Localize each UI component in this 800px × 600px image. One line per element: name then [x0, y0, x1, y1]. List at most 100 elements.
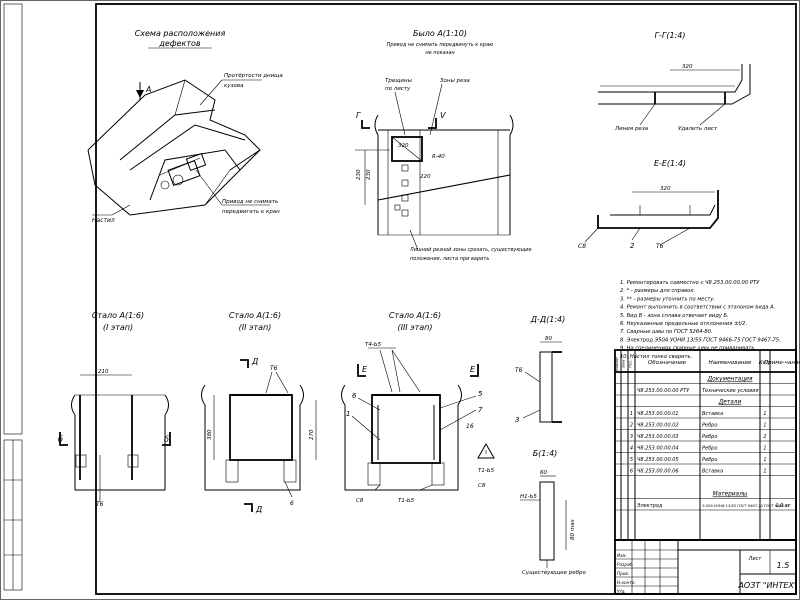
- section-g-g: Г-Г(1:4) 320 Линия реза Удалить лист: [598, 31, 751, 132]
- stage1-cut-left: б: [58, 435, 63, 444]
- spec-section: Детали: [718, 400, 742, 406]
- view-a-title: Было А(1:10): [413, 29, 467, 38]
- spec-cell-name: Ребро: [702, 423, 717, 429]
- spec-cell-pos: 5: [630, 457, 633, 463]
- section-g-title: Г-Г(1:4): [655, 31, 686, 40]
- title-company: АОЗТ "ИНТЕХ": [737, 581, 797, 590]
- stamp-row-label: Изм.: [617, 553, 627, 558]
- stage3-weld-b: С8: [478, 483, 486, 489]
- scheme-arrow-label: А: [145, 85, 151, 94]
- spec-cell-pos: 4: [630, 446, 633, 452]
- spec-cell-qty: 1: [763, 423, 766, 429]
- note-line: 10. Настил тонко сварить.: [620, 354, 692, 360]
- stamp-row-label: Н.контр.: [617, 580, 636, 585]
- spec-cell-designation: Ч8.253.00.00.06: [637, 469, 679, 475]
- spec-header: Кол.: [759, 360, 772, 366]
- section-e-label-a: С8: [578, 243, 586, 250]
- view-a-note-2: положение, листа при варить: [410, 256, 489, 262]
- drawing-frame: [95, 3, 797, 595]
- note-line: 3. ** - размеры уточнить по месту.: [620, 296, 715, 302]
- spec-cell-pos: 6: [630, 469, 633, 475]
- stage3-weld-a: Т1-Ь5: [478, 468, 495, 474]
- stage1-cut-right: б: [164, 435, 169, 444]
- stamp-row-label: Разраб.: [617, 562, 633, 567]
- stage1-subtitle: (I этап): [103, 323, 133, 332]
- spec-cell-name: Ребро: [702, 434, 717, 440]
- stage2-label-top: Т6: [270, 365, 278, 372]
- note-line: 2. * - размеры для справок.: [620, 288, 695, 294]
- view-a-subtitle-2: не показан: [425, 50, 455, 56]
- section-g-label-right: Удалить лист: [678, 126, 718, 132]
- spec-cell-pos: 1: [630, 411, 633, 417]
- section-d-label-1: Т6: [515, 367, 523, 374]
- technical-notes: 1. Ремонтировать совместно с Ч8.253.00.0…: [620, 280, 781, 360]
- section-g-dim: 320: [682, 64, 693, 70]
- stage3-n6: 6: [352, 392, 357, 400]
- section-e-label-b: 2: [630, 242, 635, 250]
- section-d-title: Д-Д(1:4): [530, 315, 566, 324]
- spec-cell-pos: 3: [630, 434, 633, 440]
- stage2-dim-v1: 380: [207, 429, 213, 440]
- spec-cell-name: Вставка: [702, 469, 723, 475]
- view-a-dim-5: 220: [420, 174, 431, 180]
- spec-cell-designation: Ч8.253.00.00.00 РТУ: [637, 388, 690, 394]
- view-b-caption: Существующее ребро: [522, 570, 586, 576]
- stage2-label-bot: 6: [290, 500, 294, 507]
- callout-floor: Настил: [92, 217, 115, 224]
- spec-header: Поз.: [629, 360, 633, 368]
- section-e-title: Е-Е(1:4): [654, 159, 686, 168]
- note-line: 7. Сварные швы по ГОСТ 5264-80.: [620, 329, 713, 335]
- view-b-title: Б(1:4): [533, 449, 558, 458]
- view-stage-2: Стало А(1:6) (II этап) Д Т6 380 270 6 Д: [201, 311, 317, 514]
- section-e-label-c: Т6: [656, 243, 664, 250]
- view-a-dim-4: R-40: [432, 154, 445, 160]
- spec-cell-qty: 1: [763, 411, 766, 417]
- note-line: 4. Ремонт выполнить в соответствии с эта…: [620, 305, 775, 311]
- stage2-cut-bottom: Д: [255, 505, 262, 514]
- spec-cell-qty: 2: [763, 434, 766, 440]
- callout-top-1: Протёртости днища: [224, 73, 283, 79]
- callout-top-2: кузова: [224, 83, 244, 89]
- view-b-weld: Н1-Ь5: [520, 494, 537, 500]
- section-d-d: Д-Д(1:4) 80 Т6 3: [515, 315, 565, 424]
- spec-header: Наименование: [709, 360, 752, 366]
- spec-section: Документация: [707, 377, 753, 383]
- spec-cell-note: 1,0 кг: [775, 503, 791, 509]
- view-a-label-left-1: Трещины: [385, 78, 413, 84]
- view-stage-1: Стало А(1:6) (I этап) 210 б б Т6: [58, 311, 171, 508]
- stage3-n1: 1: [346, 410, 350, 418]
- view-b-dim-2: 80 max: [570, 519, 576, 540]
- note-line: 6. Неуказанные предельные отклонения ±t/…: [620, 321, 747, 327]
- stage1-title: Стало А(1:6): [92, 311, 144, 320]
- stage1-dim: 210: [98, 369, 109, 375]
- spec-section: Материалы: [713, 492, 748, 498]
- spec-cell-name: Э-50А УОНИ-13/55 ГОСТ 9467-75 ГОСТ 9466-…: [701, 504, 790, 508]
- view-a-cut-v: V: [440, 111, 446, 120]
- view-a-cut-g: Г: [356, 111, 361, 120]
- view-a-dim-1: 320: [398, 143, 409, 149]
- view-b: Б(1:4) 60 Н1-Ь5 80 max Существующее ребр…: [520, 449, 586, 576]
- spec-header: Приме-чание: [764, 360, 800, 366]
- view-a-label-left-2: по листу: [385, 86, 411, 92]
- spec-cell-pos: 2: [630, 423, 633, 429]
- spec-cell-name: Вставка: [702, 411, 723, 417]
- spec-header: Зона: [622, 360, 626, 369]
- spec-cell-qty: 1: [763, 446, 766, 452]
- left-margin-strip: [3, 3, 23, 435]
- stage3-cut-right: Е: [470, 365, 476, 374]
- stage2-dim-v2: 270: [309, 429, 315, 440]
- stage3-weld-top: Т4-Ь5: [365, 342, 382, 348]
- stage1-label: Т6: [96, 501, 104, 508]
- view-a-dim-3: 230: [366, 169, 372, 180]
- scheme-title-1: Схема расположения: [135, 29, 226, 38]
- spec-cell-qty: 1: [763, 457, 766, 463]
- spec-cell-name: Ребро: [702, 446, 717, 452]
- stage2-subtitle: (II этап): [239, 323, 272, 332]
- stamp-row-label: Пров.: [617, 571, 629, 576]
- stage3-weld-d: С8: [356, 498, 364, 504]
- left-stamp: [3, 439, 23, 591]
- note-line: 1. Ремонтировать совместно с Ч8.253.00.0…: [620, 280, 760, 286]
- title-block: Лист 1.5 АОЗТ "ИНТЕХ" Изм.Разраб.Пров.Н.…: [614, 539, 798, 595]
- title-sheet-label: Лист: [748, 556, 763, 562]
